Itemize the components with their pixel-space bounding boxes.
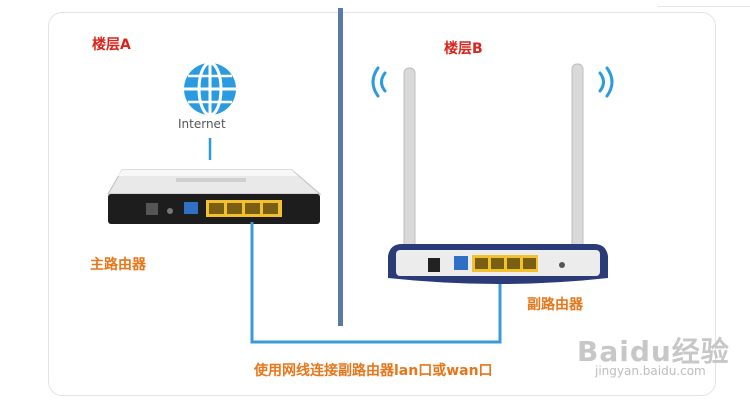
- floor-a-label: 楼层A: [92, 37, 131, 53]
- secondary-router-label: 副路由器: [527, 297, 583, 313]
- antenna-left: [403, 67, 416, 253]
- internet-label: Internet: [178, 117, 226, 131]
- secondary-router: [388, 63, 608, 284]
- antenna-right: [571, 63, 584, 253]
- ethernet-cable-icon: [250, 222, 502, 344]
- main-router-label: 主路由器: [90, 257, 146, 273]
- connection-caption: 使用网线连接副路由器lan口或wan口: [254, 363, 493, 379]
- wifi-signal-right-icon: [598, 66, 614, 98]
- watermark-url: jingyan.baidu.com: [595, 364, 706, 378]
- top-rule: [658, 0, 750, 7]
- floor-b-label: 楼层B: [444, 41, 483, 57]
- floor-divider: [338, 8, 343, 326]
- main-router: [107, 169, 322, 224]
- watermark-brand: Baidu经验: [577, 335, 730, 368]
- globe-icon: [184, 61, 236, 117]
- wifi-signal-left-icon: [371, 66, 387, 98]
